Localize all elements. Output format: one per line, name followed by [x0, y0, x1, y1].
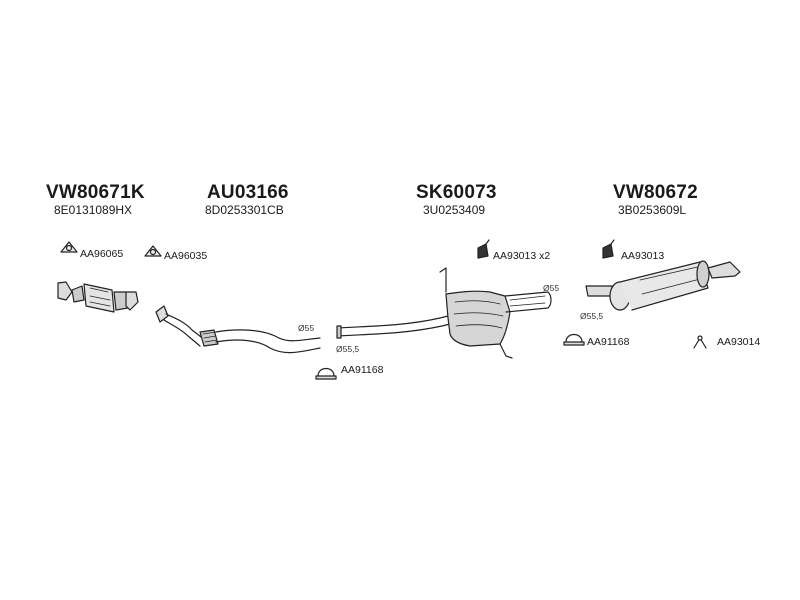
- hanger-mid-part: AA93013: [493, 250, 537, 262]
- part-number-vw80671k[interactable]: VW80671K: [46, 182, 145, 203]
- oem-number-8e0131089hx: 8E0131089HX: [54, 203, 133, 217]
- middle-silencer-drawing: [336, 267, 552, 359]
- accessory-label-hanger-mid[interactable]: AA93013 x2: [493, 250, 550, 262]
- accessory-label-hanger-tail[interactable]: AA93014: [717, 336, 761, 348]
- catalytic-converter-drawing: [57, 281, 139, 313]
- accessory-label-clamp-mid[interactable]: AA91168: [341, 364, 384, 376]
- accessory-label-clamp-rear[interactable]: AA91168: [587, 336, 630, 348]
- hanger-icon-aa93014: [693, 335, 707, 349]
- accessory-label-hanger-rear[interactable]: AA93013: [621, 250, 665, 262]
- clamp-icon-aa91168-mid: [315, 367, 337, 380]
- gasket-icon-aa96065: [60, 241, 78, 253]
- dimension-mid-inlet-dia: Ø55,5: [336, 344, 360, 354]
- hanger-icon-aa93013-rear: [602, 239, 615, 259]
- part-number-au03166[interactable]: AU03166: [207, 182, 289, 203]
- hanger-mid-qty: x2: [539, 250, 551, 262]
- accessory-label-gasket-2[interactable]: AA96035: [164, 250, 208, 262]
- rear-silencer-drawing: [585, 260, 741, 311]
- gasket-icon-aa96035: [144, 245, 162, 257]
- part-number-vw80672[interactable]: VW80672: [613, 182, 698, 203]
- part-number-sk60073[interactable]: SK60073: [416, 182, 497, 203]
- oem-number-3u0253409: 3U0253409: [423, 203, 486, 217]
- oem-number-3b0253609l: 3B0253609L: [618, 203, 687, 217]
- hanger-icon-aa93013-mid: [477, 239, 490, 259]
- clamp-icon-aa91168-rear: [563, 333, 585, 346]
- dimension-front-pipe-dia: Ø55: [298, 323, 315, 333]
- accessory-label-gasket-1[interactable]: AA96065: [80, 248, 124, 260]
- dimension-mid-outlet-dia: Ø55: [543, 283, 560, 293]
- dimension-rear-inlet-dia: Ø55,5: [580, 311, 604, 321]
- oem-number-8d0253301cb: 8D0253301CB: [205, 203, 284, 217]
- front-pipe-drawing: [155, 305, 321, 354]
